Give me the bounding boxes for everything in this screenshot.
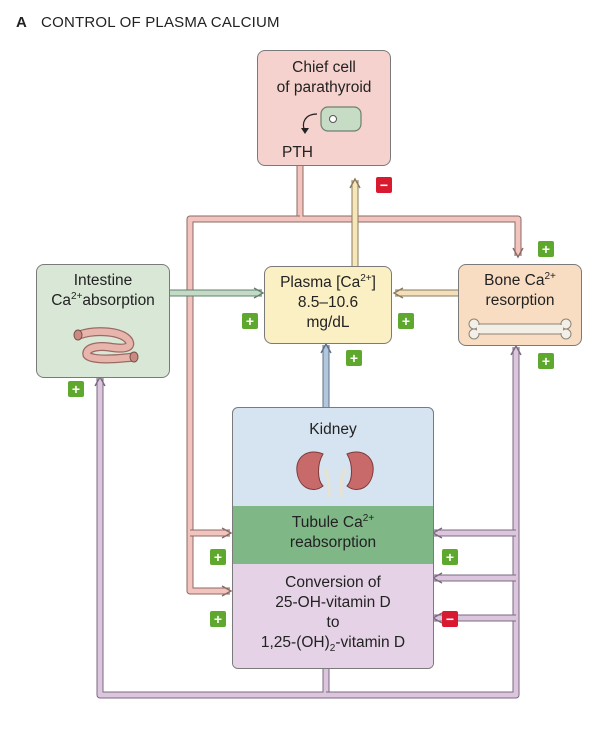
plasma-box: Plasma [Ca2+] 8.5–10.6 mg/dL xyxy=(264,266,392,344)
title-text: CONTROL OF PLASMA CALCIUM xyxy=(41,14,280,31)
plus-badge-conversion-pth: + xyxy=(210,611,226,627)
intestine-box: Intestine Ca2+absorption xyxy=(36,264,170,378)
pth-to-bone-arrow xyxy=(296,165,522,256)
minus-badge-conversion-vitd: − xyxy=(442,611,458,627)
intestine-label: Intestine Ca2+absorption xyxy=(51,272,155,309)
plus-badge-bone-plasma: + xyxy=(398,313,414,329)
plus-badge-intestine-vitd: + xyxy=(68,381,84,397)
chief-cell-label: Chief cell of parathyroid xyxy=(276,59,372,96)
conversion-section: Conversion of 25-OH-vitamin D to 1,25-(O… xyxy=(233,564,433,668)
tubule-label: Tubule Ca2+ reabsorption xyxy=(289,512,377,551)
bone-box: Bone Ca2+ resorption xyxy=(458,264,582,346)
minus-badge-pth-feedback: − xyxy=(376,177,392,193)
pth-pathway xyxy=(186,165,524,597)
conversion-label: Conversion of 25-OH-vitamin D to 1,25-(O… xyxy=(260,574,406,655)
bone-icon xyxy=(468,318,572,340)
plus-badge-bone-vitd: + xyxy=(538,353,554,369)
figure-title: A CONTROL OF PLASMA CALCIUM xyxy=(16,14,280,31)
pth-label: PTH xyxy=(282,144,313,161)
plus-badge-tubule-pth: + xyxy=(210,549,226,565)
kidney-icon xyxy=(296,451,374,499)
plasma-label: Plasma [Ca2+] 8.5–10.6 mg/dL xyxy=(265,273,391,333)
plus-badge-tubule-vitd: + xyxy=(442,549,458,565)
cell-icon xyxy=(301,106,362,134)
intestine-icon xyxy=(73,327,139,364)
plasma-unit: mg/dL xyxy=(306,314,350,331)
plus-badge-intestine-plasma: + xyxy=(242,313,258,329)
plasma-range: 8.5–10.6 xyxy=(297,294,359,311)
chief-cell-box: Chief cell of parathyroid PTH xyxy=(257,50,391,166)
plus-badge-bone-pth: + xyxy=(538,241,554,257)
plus-badge-kidney-plasma: + xyxy=(346,350,362,366)
kidney-label: Kidney xyxy=(309,421,357,438)
tubule-section: Tubule Ca2+ reabsorption xyxy=(233,506,433,564)
bone-label: Bone Ca2+ resorption xyxy=(484,270,556,309)
panel-letter: A xyxy=(16,14,28,31)
kidney-box: Kidney Tubule Ca2+ reabsorption Conversi… xyxy=(232,407,434,669)
